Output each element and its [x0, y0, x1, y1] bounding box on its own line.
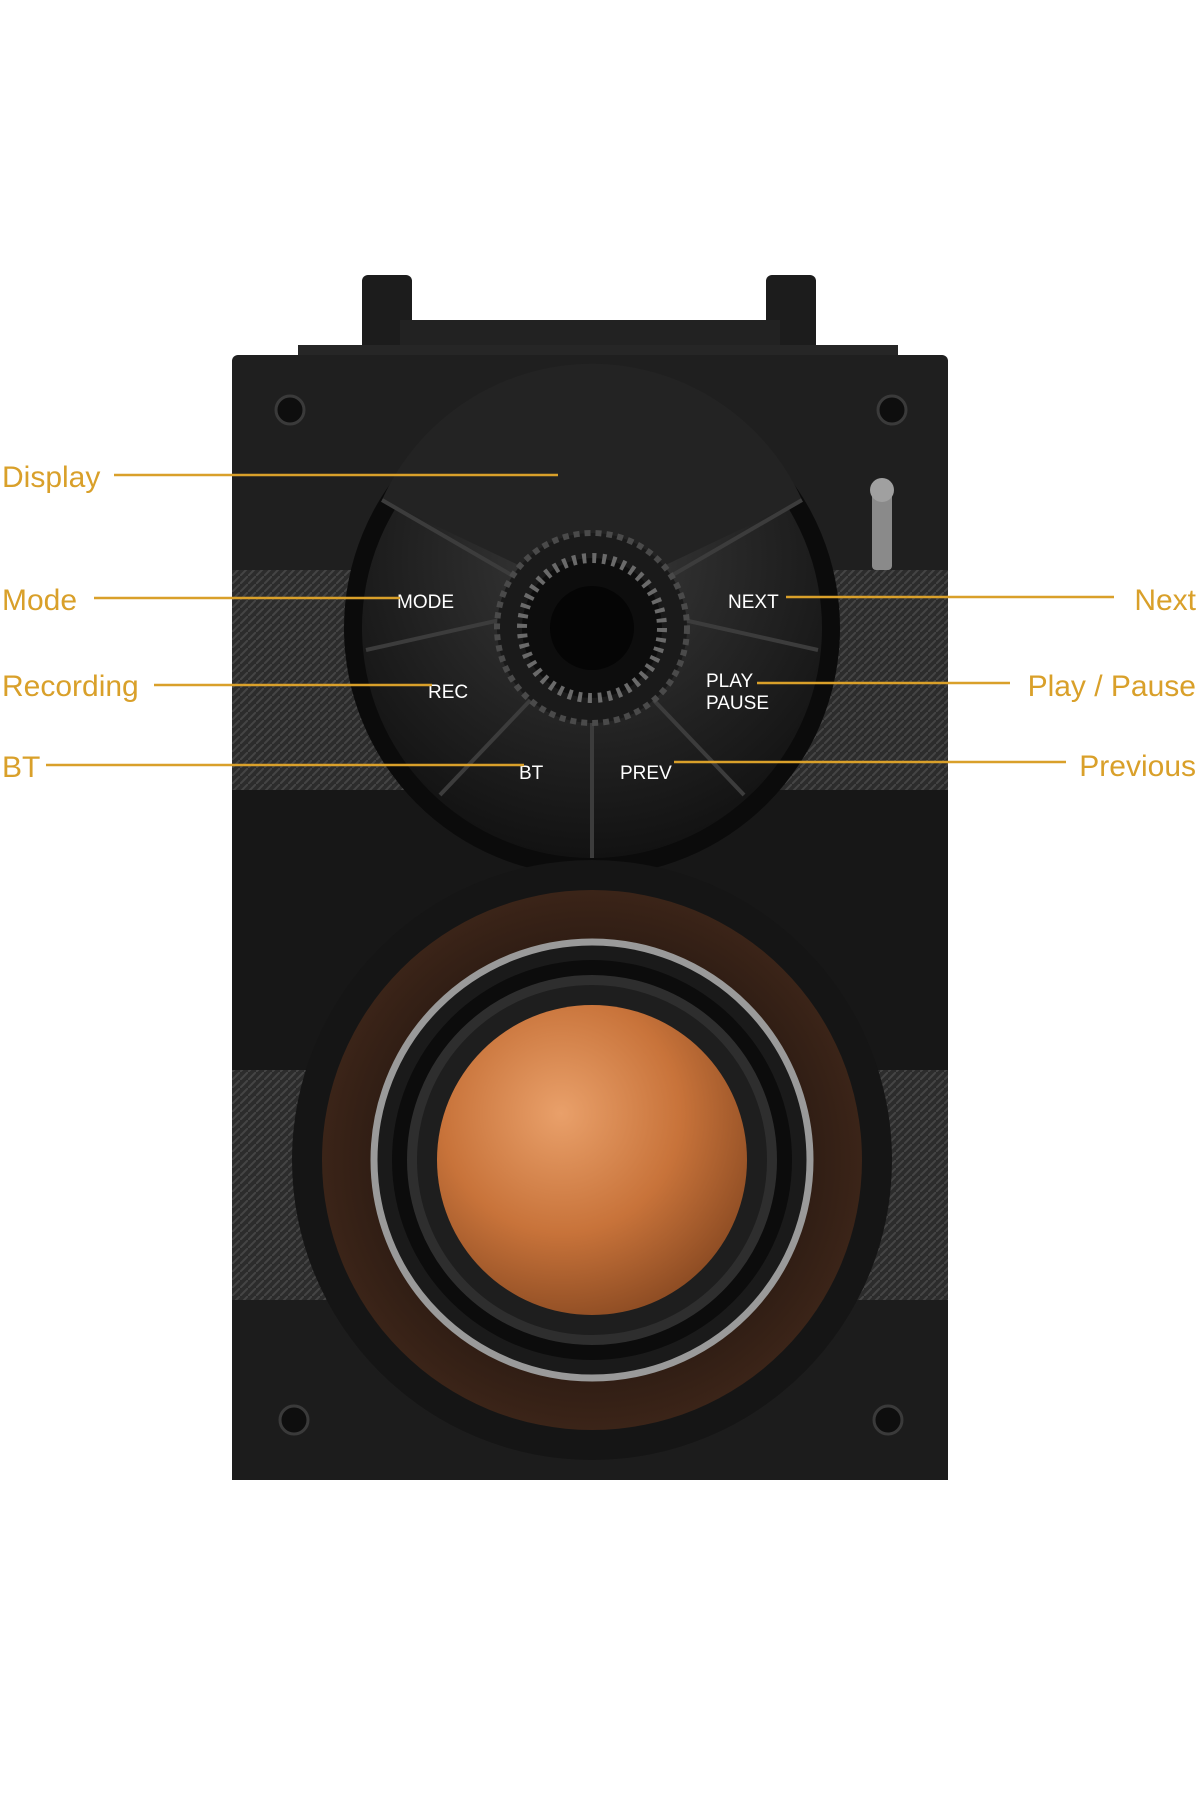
callout-bt: BT: [2, 751, 40, 784]
callout-play-pause: Play / Pause: [1028, 670, 1196, 703]
volume-knob[interactable]: [494, 530, 690, 726]
antenna: [870, 478, 894, 570]
display-window: [382, 363, 802, 600]
rec-button[interactable]: REC: [428, 682, 468, 703]
callout-next: Next: [1134, 584, 1196, 617]
screw-icon: [876, 394, 908, 426]
control-panel: MODE REC BT PREV NEXT PLAY PAUSE: [344, 363, 840, 876]
mode-button[interactable]: MODE: [397, 592, 454, 613]
prev-button[interactable]: PREV: [620, 763, 672, 784]
callout-previous: Previous: [1079, 750, 1196, 783]
next-button[interactable]: NEXT: [728, 592, 779, 613]
pause-label[interactable]: PAUSE: [706, 693, 769, 714]
screw-icon: [872, 1404, 904, 1436]
callout-mode: Mode: [2, 584, 77, 617]
bt-button[interactable]: BT: [519, 763, 544, 784]
play-label[interactable]: PLAY: [706, 671, 754, 692]
carry-handle: [298, 275, 898, 365]
callout-display: Display: [2, 461, 100, 494]
callout-recording: Recording: [2, 670, 139, 703]
screw-icon: [274, 394, 306, 426]
woofer-dust-cap: [437, 1005, 747, 1315]
screw-icon: [278, 1404, 310, 1436]
woofer: [292, 860, 892, 1460]
